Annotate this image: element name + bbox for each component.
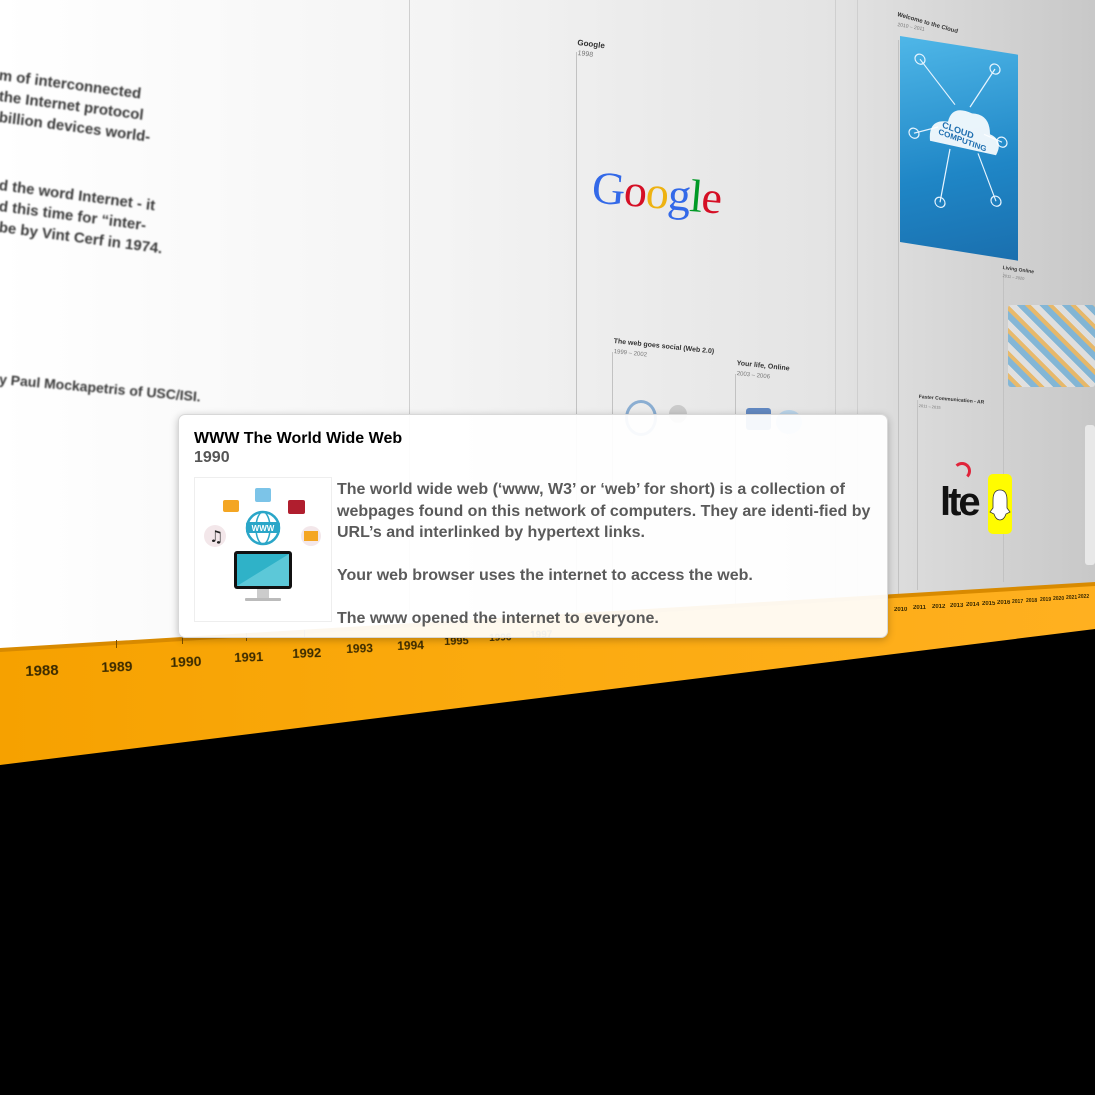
svg-text:♫: ♫ (209, 527, 223, 546)
popup-paragraph: The world wide web (‘www, W3’ or ‘web’ f… (337, 481, 871, 541)
axis-year-label: 2015 (982, 601, 996, 607)
axis-year-label: 2012 (932, 604, 946, 610)
popup-description: The world wide web (‘www, W3’ or ‘web’ f… (337, 479, 877, 651)
event-stem (576, 52, 577, 642)
event-stem (898, 40, 899, 600)
popup-paragraph: Your web browser uses the internet to ac… (337, 567, 753, 584)
wall-divider (409, 0, 410, 645)
axis-year-label: 2021 (1066, 595, 1078, 601)
axis-tick (182, 636, 183, 644)
www-badge: WWW (252, 524, 275, 533)
axis-year-label: 1991 (234, 648, 264, 665)
axis-year-label: 1989 (101, 657, 133, 675)
popup-year: 1990 (194, 449, 230, 466)
axis-year-label: 2019 (1040, 597, 1052, 603)
google-logo: Google (590, 160, 724, 224)
axis-year-label: 2010 (894, 607, 908, 613)
wall-divider (857, 0, 858, 598)
event-stem (917, 400, 918, 590)
www-illustration: ♫ WWW (194, 477, 332, 622)
axis-tick (116, 640, 117, 648)
axis-year-label: 2017 (1012, 599, 1024, 605)
axis-year-label: 1992 (292, 644, 322, 661)
living-online-collage (1008, 305, 1095, 387)
axis-year-label: 2014 (966, 602, 980, 608)
axis-year-label: 2011 (913, 605, 927, 611)
next-event-edge (1085, 425, 1095, 565)
axis-year-label: 1990 (170, 652, 202, 670)
axis-year-label: 2013 (950, 603, 964, 609)
axis-year-label: 2020 (1053, 596, 1065, 602)
signal-icon (953, 462, 971, 480)
axis-year-label: 2018 (1026, 598, 1038, 604)
lte-logo: lte (940, 480, 981, 524)
event-detail-popup[interactable]: WWW The World Wide Web 1990 ♫ WWW (178, 414, 888, 638)
axis-year-label: 2022 (1078, 594, 1090, 600)
google-letter: G (590, 161, 627, 216)
axis-year-label: 2016 (997, 600, 1011, 606)
wall-divider (835, 0, 836, 600)
event-stem (1003, 272, 1004, 582)
axis-year-label: 1988 (25, 661, 59, 680)
snapchat-icon (988, 474, 1012, 534)
cloud-computing-image: CLOUD COMPUTING (900, 36, 1018, 261)
popup-title: WWW The World Wide Web (194, 430, 403, 447)
popup-paragraph: The www opened the internet to everyone. (337, 610, 659, 627)
